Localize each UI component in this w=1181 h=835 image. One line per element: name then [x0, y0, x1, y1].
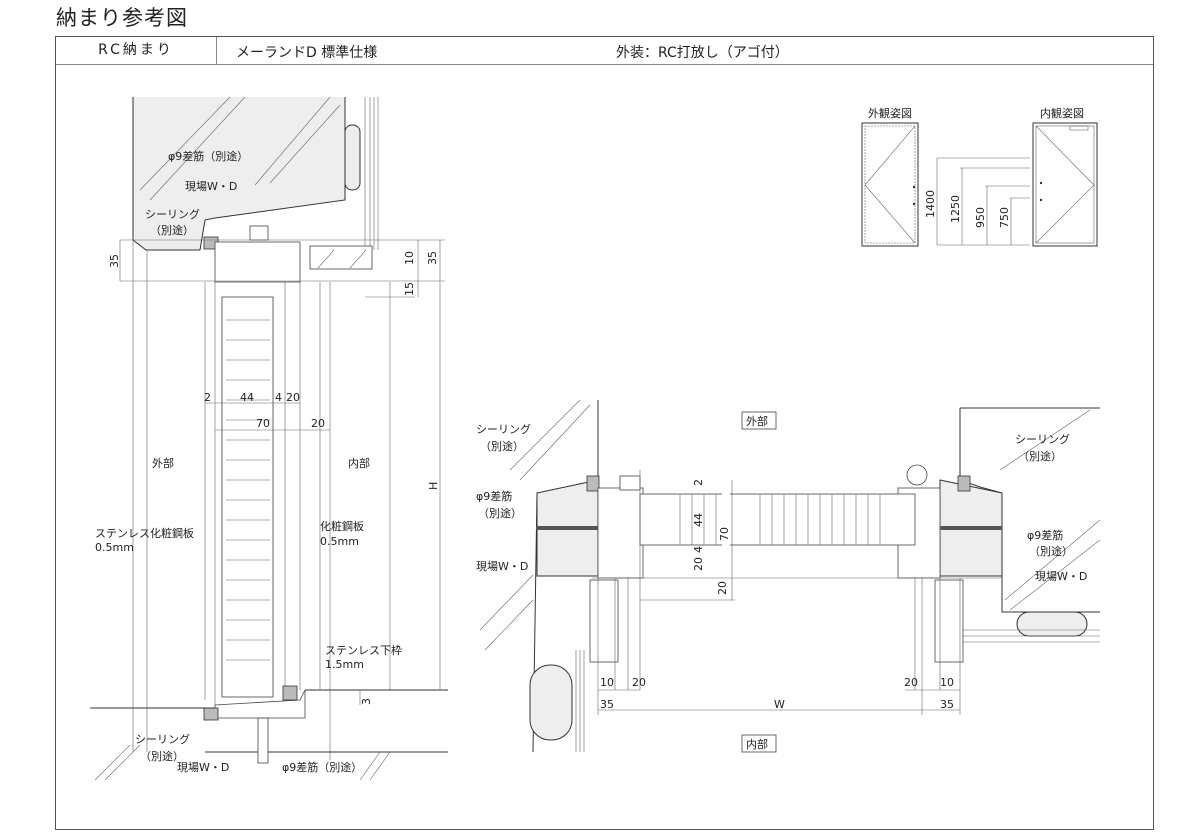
height-1400: 1400 — [924, 190, 937, 218]
interior-elevation: 内観姿図 — [1032, 106, 1098, 247]
page-title: 納まり参考図 — [56, 6, 188, 30]
plan-dim-20-left: 20 — [632, 676, 646, 689]
plan-inside-box — [741, 734, 777, 753]
plan-dim-70: 70 — [718, 527, 731, 541]
exterior-elevation: 外観姿図 — [861, 106, 919, 247]
plan-dim-35-right: 35 — [940, 698, 954, 711]
header-product: メーランドD 標準仕様 — [236, 45, 378, 61]
sealing-bottom-label: シーリング — [135, 732, 190, 746]
wd-top-label: 現場W・D — [185, 180, 237, 193]
plan-rebar-left-label: φ9差筋 — [476, 489, 512, 503]
sill-label: ステンレス下枠 — [325, 643, 402, 657]
dim-3: 3 — [360, 698, 373, 705]
rebar-bottom-label: φ9差筋（別途） — [282, 760, 362, 774]
plan-sealing-left-note: （別途） — [480, 439, 524, 453]
plan-dim-10-right: 10 — [940, 676, 954, 689]
plan-dim-44: 44 — [692, 513, 705, 527]
plan-sealing-right-label: シーリング — [1015, 432, 1070, 446]
stainless-panel-label: ステンレス化粧鋼板 — [95, 526, 194, 540]
exterior-view-label: 外観姿図 — [868, 106, 912, 120]
sealing-bottom-note: （別途） — [140, 749, 184, 763]
drawing-sheet: RC納まり メーランドD 標準仕様 外装：RC打放し（アゴ付） — [55, 36, 1154, 830]
dim-H: H — [427, 482, 440, 490]
vertical-section — [90, 96, 448, 781]
plan-wd-left-label: 現場W・D — [476, 560, 528, 573]
plan-sealing-right-note: （別途） — [1018, 449, 1062, 463]
dim-4: 4 — [275, 391, 282, 404]
plan-rebar-right-label: φ9差筋 — [1027, 528, 1063, 542]
plan-dim-20a: 20 — [692, 557, 705, 571]
plan-section — [479, 399, 1101, 753]
plan-rebar-right-note: （別途） — [1029, 544, 1073, 558]
rebar-top-label: φ9差筋（別途） — [168, 149, 248, 163]
wd-bottom-label: 現場W・D — [177, 761, 229, 774]
inside-label: 内部 — [348, 456, 370, 470]
plan-dim-4: 4 — [692, 546, 705, 553]
plan-dim-2: 2 — [692, 479, 705, 486]
height-950: 950 — [974, 207, 987, 228]
steel-panel-label: 化粧鋼板 — [320, 519, 364, 533]
outside-label: 外部 — [152, 456, 174, 470]
dim-35-right: 35 — [426, 251, 439, 265]
plan-outside-label: 外部 — [746, 414, 768, 428]
plan-dim-W: W — [774, 698, 785, 711]
dim-10: 10 — [403, 251, 416, 265]
interior-view-label: 内観姿図 — [1040, 106, 1084, 120]
steel-panel-thickness: 0.5mm — [320, 535, 359, 548]
plan-outside-box — [741, 411, 777, 430]
dim-20a: 20 — [286, 391, 300, 404]
header-type: RC納まり — [56, 37, 217, 64]
plan-wd-right-label: 現場W・D — [1035, 570, 1087, 583]
dim-20b: 20 — [311, 417, 325, 430]
dim-44: 44 — [240, 391, 254, 404]
dim-70: 70 — [256, 417, 270, 430]
plan-rebar-left-note: （別途） — [478, 506, 522, 520]
dim-2: 2 — [204, 391, 211, 404]
plan-dim-20-right: 20 — [904, 676, 918, 689]
height-750: 750 — [998, 207, 1011, 228]
plan-dim-10-left: 10 — [600, 676, 614, 689]
plan-dim-20b: 20 — [716, 581, 729, 595]
sill-thickness: 1.5mm — [325, 658, 364, 671]
plan-dim-35-left: 35 — [600, 698, 614, 711]
sealing-top-note: （別途） — [150, 223, 194, 237]
dim-35-left: 35 — [108, 254, 121, 268]
dim-15: 15 — [403, 282, 416, 296]
core-hatching — [226, 319, 270, 661]
plan-inside-label: 内部 — [746, 737, 768, 751]
plan-sealing-left-label: シーリング — [476, 422, 531, 436]
handle-height-dimensions: 1400 1250 950 750 — [924, 157, 1030, 246]
stainless-panel-thickness: 0.5mm — [95, 541, 134, 554]
height-1250: 1250 — [949, 195, 962, 223]
header-row: RC納まり メーランドD 標準仕様 外装：RC打放し（アゴ付） — [56, 37, 1153, 65]
header-exterior: 外装：RC打放し（アゴ付） — [616, 45, 789, 61]
sealing-top-label: シーリング — [145, 207, 200, 221]
